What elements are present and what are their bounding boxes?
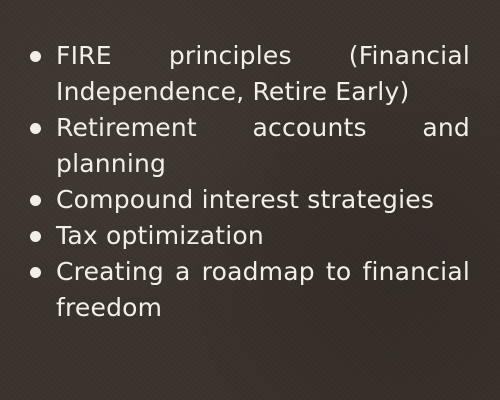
- bullet-list: FIRE principles (Financial Independence,…: [28, 38, 470, 326]
- bullet-item: Compound interest strategies: [28, 182, 470, 218]
- bullet-text: Tax optimization: [56, 221, 264, 250]
- bullet-dot-icon: [30, 51, 41, 62]
- bullet-dot-icon: [30, 231, 41, 242]
- bullet-dot-icon: [30, 123, 41, 134]
- bullet-item: FIRE principles (Financial Independence,…: [28, 38, 470, 110]
- bullet-text: FIRE principles (Financial Independence,…: [56, 41, 470, 106]
- bullet-dot-icon: [30, 267, 41, 278]
- bullet-item: Creating a roadmap to financial freedom: [28, 254, 470, 326]
- bullet-dot-icon: [30, 195, 41, 206]
- bullet-text: Retirement accounts and planning: [56, 113, 470, 178]
- bullet-text: Creating a roadmap to financial freedom: [56, 257, 470, 322]
- bullet-text: Compound interest strategies: [56, 185, 435, 214]
- bullet-item: Retirement accounts and planning: [28, 110, 470, 182]
- bullet-item: Tax optimization: [28, 218, 470, 254]
